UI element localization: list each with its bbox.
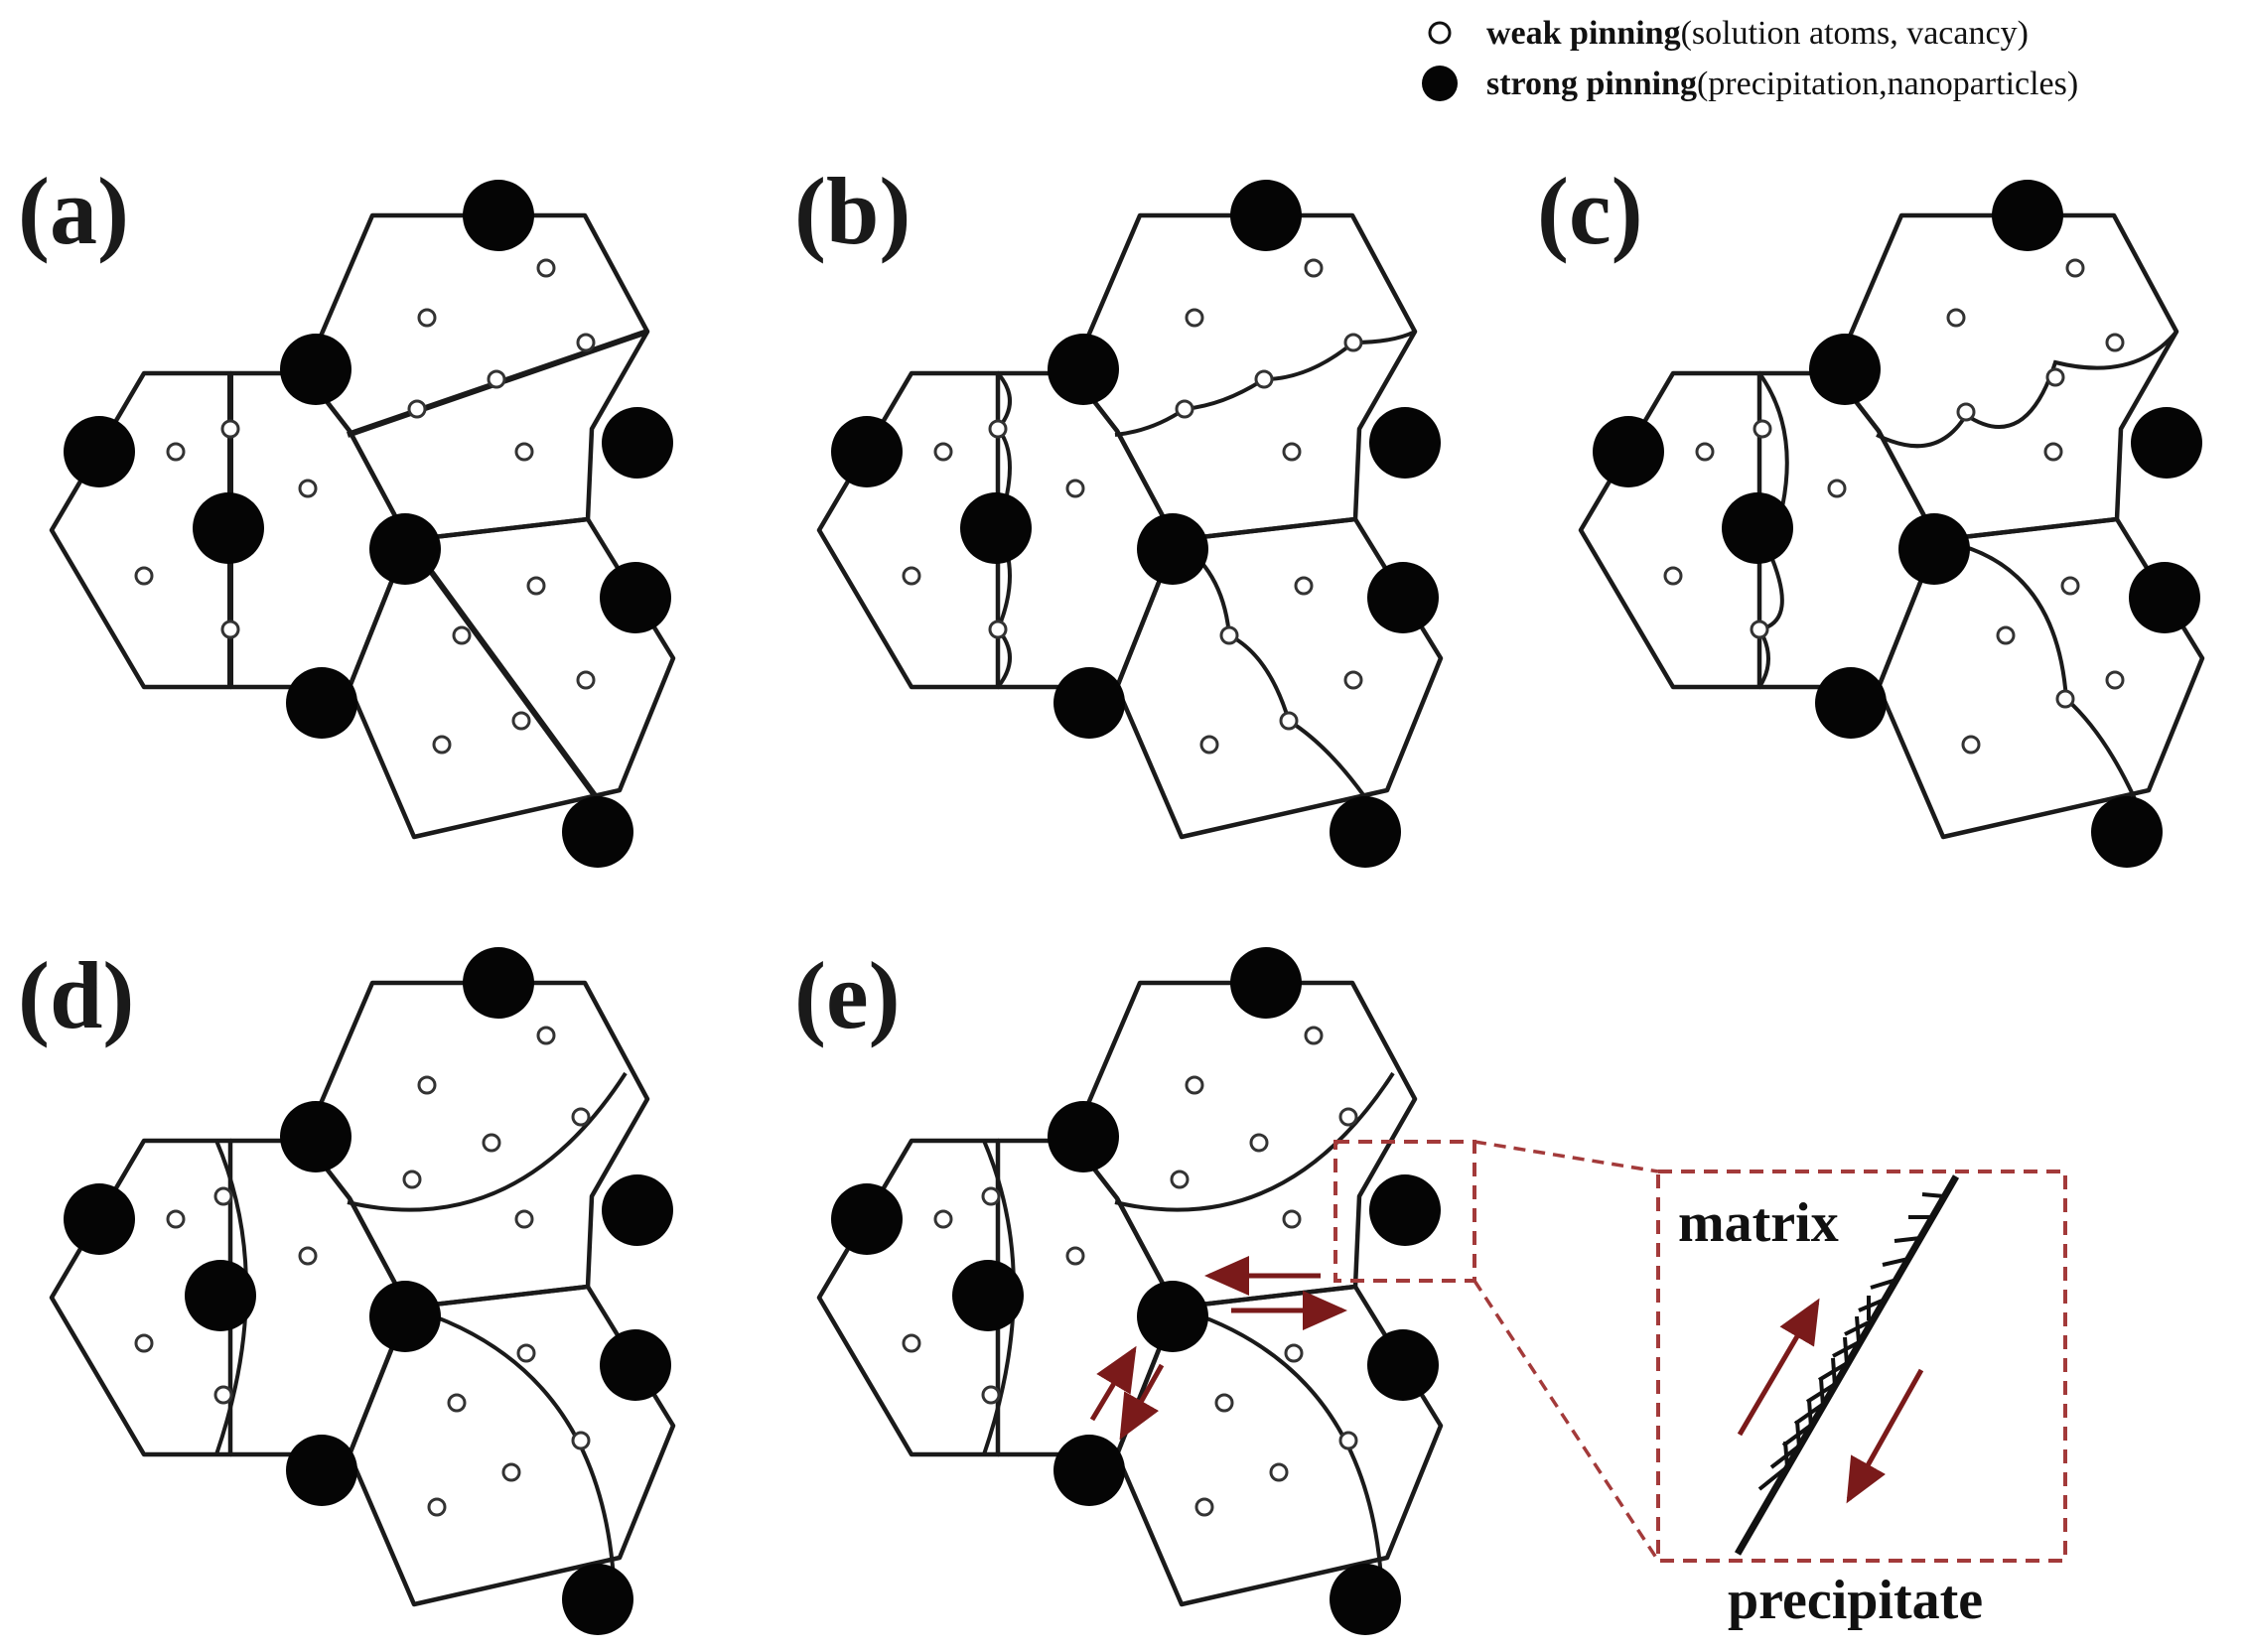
panel-label-b: (b) [794,158,911,264]
zoom-connector-top [1473,1140,1659,1173]
panel-label-e: (e) [794,942,901,1048]
panel-d: (d) [18,942,673,1637]
panel-label-c: (c) [1537,158,1643,264]
zoom-connector-bottom [1473,1280,1660,1562]
inset-frame [1656,1170,2067,1563]
panel-label-d: (d) [18,942,134,1048]
inset-zoom: matrix precipitate [1656,1170,2067,1631]
inset-arrow-up [1737,1298,1820,1437]
grain-cluster-c [1581,178,2202,870]
grain-cluster-a [52,180,673,868]
zoom-region-box [1333,1140,1476,1283]
precipitate-hatching [1783,1296,1871,1468]
legend: weak pinning(solution atoms, vacancy) st… [1422,15,2078,102]
grain-cluster-e [819,945,1441,1637]
panel-a: (a) [18,158,673,868]
grain-cluster-d [52,945,673,1637]
strong-pinning-marker-icon [1422,66,1458,101]
inset-precipitate-label: precipitate [1728,1570,1983,1631]
panel-b: (b) [794,158,1441,870]
panel-label-a: (a) [18,158,129,264]
grain-cluster-b [819,178,1441,870]
panel-e: (e) matrix precipitate [794,942,2067,1637]
legend-strong-pinning: strong pinning(precipitation,nanoparticl… [1486,66,2078,102]
weak-pinning-marker-icon [1428,21,1452,45]
inset-matrix-label: matrix [1678,1192,1839,1254]
legend-weak-pinning: weak pinning(solution atoms, vacancy) [1486,15,2029,52]
shear-arrow-up [1089,1345,1137,1422]
shear-arrow-down [1119,1363,1165,1441]
inset-arrow-down [1846,1368,1924,1504]
panel-c: (c) [1537,158,2202,870]
